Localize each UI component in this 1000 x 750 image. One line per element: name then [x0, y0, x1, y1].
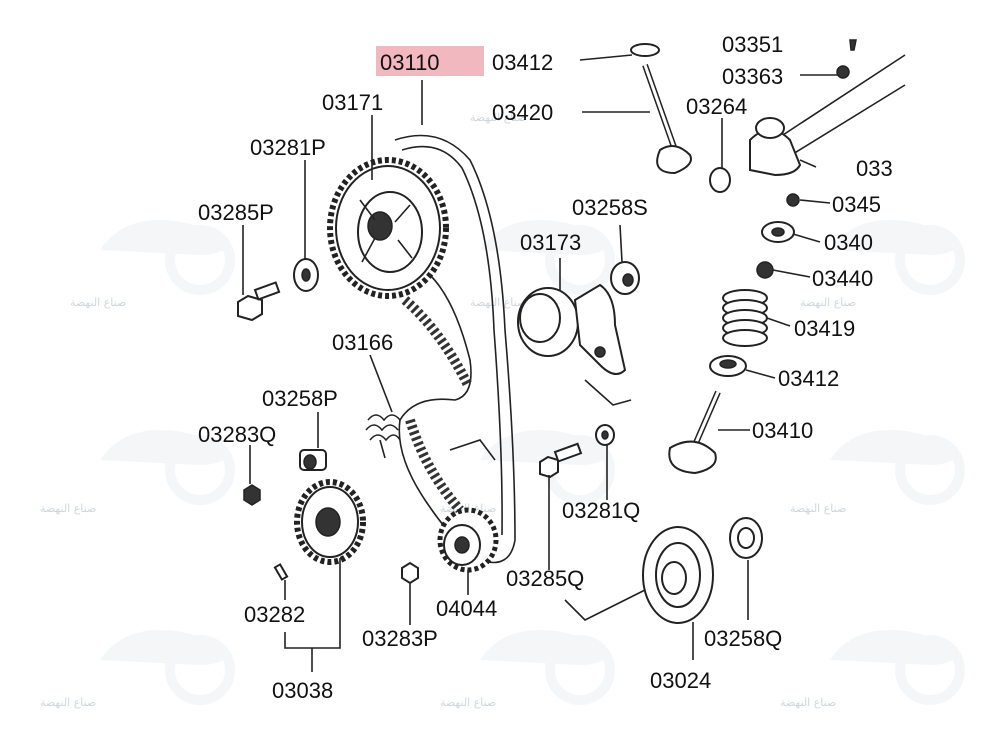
label-03440[interactable]: 03440 — [812, 266, 873, 291]
watermark-text: صناع النهضة — [70, 296, 126, 309]
label-03285P[interactable]: 03285P — [198, 200, 274, 225]
label-03024[interactable]: 03024 — [650, 668, 711, 693]
exhaust-valve-03410 — [668, 390, 721, 475]
bolt-03285Q — [539, 442, 583, 479]
tensioner-pulley-03173 — [517, 283, 627, 375]
label-03363[interactable]: 03363 — [722, 64, 783, 89]
nut-03283P — [401, 561, 419, 585]
label-03282[interactable]: 03282 — [244, 602, 305, 627]
flange-03024 — [642, 526, 714, 624]
watermark-text: صناع النهضة — [790, 502, 846, 515]
label-0340[interactable]: 0340 — [824, 230, 873, 255]
label-03410[interactable]: 03410 — [752, 418, 813, 443]
bolt-03285P — [237, 281, 281, 322]
watermark-text: صناع النهضة — [470, 296, 526, 309]
label-04044[interactable]: 04044 — [436, 596, 497, 621]
watermark-text: صناع النهضة — [780, 696, 836, 709]
part-labels: 03110 03412 03351 03363 03420 03264 033 … — [198, 32, 893, 703]
intake-valve-03420 — [642, 64, 692, 175]
label-03264[interactable]: 03264 — [686, 94, 747, 119]
camshaft-sprocket — [327, 157, 449, 299]
washer-03281Q — [595, 424, 615, 446]
watermark-text: صناع النهضة — [470, 111, 526, 124]
watermark-text: صناع النهضة — [40, 502, 96, 515]
oil-seal-03258Q — [729, 517, 763, 559]
label-03281Q[interactable]: 03281Q — [562, 498, 640, 523]
rocker-arm-assembly — [709, 39, 906, 193]
label-03258P[interactable]: 03258P — [262, 386, 338, 411]
valve-stem-seal-03440 — [756, 261, 774, 279]
label-03258Q[interactable]: 03258Q — [704, 626, 782, 651]
bush-03258S — [610, 261, 640, 295]
label-03351[interactable]: 03351 — [722, 32, 783, 57]
label-03038[interactable]: 03038 — [272, 678, 333, 703]
label-03285Q[interactable]: 03285Q — [506, 566, 584, 591]
label-03258S[interactable]: 03258S — [572, 195, 648, 220]
leader-lines — [242, 54, 838, 672]
label-03419[interactable]: 03419 — [794, 316, 855, 341]
label-03110[interactable]: 03110 — [380, 50, 440, 75]
highlight-03110 — [376, 46, 484, 76]
label-033[interactable]: 033 — [856, 156, 893, 181]
retainer-03405 — [761, 221, 795, 243]
washer-03281P — [293, 258, 319, 292]
valve-spring-03419 — [722, 289, 768, 347]
label-03283P[interactable]: 03283P — [362, 626, 438, 651]
label-03173[interactable]: 03173 — [520, 230, 581, 255]
label-03412-mid[interactable]: 03412 — [778, 366, 839, 391]
spring-seat-03412 — [709, 355, 747, 377]
watermark-logos — [100, 220, 965, 705]
cotter-03450 — [786, 193, 800, 207]
label-03283Q[interactable]: 03283Q — [198, 422, 276, 447]
nut-03283Q — [243, 484, 261, 506]
label-0345[interactable]: 0345 — [832, 192, 881, 217]
label-03281P[interactable]: 03281P — [250, 135, 326, 160]
label-03171[interactable]: 03171 — [322, 90, 383, 115]
crankshaft-sprocket-03038 — [294, 479, 366, 565]
watermark-text: صناع النهضة — [40, 696, 96, 709]
retainer-03412-top — [630, 43, 660, 57]
label-03166[interactable]: 03166 — [332, 330, 393, 355]
bush-03258P — [299, 449, 327, 471]
label-03420[interactable]: 03420 — [492, 100, 553, 125]
idler-pulley-04044 — [437, 507, 499, 573]
watermark-text: صناع النهضة — [800, 296, 856, 309]
key-03282 — [273, 563, 289, 581]
label-03412-top[interactable]: 03412 — [492, 50, 553, 75]
watermark-text: صناع النهضة — [440, 696, 496, 709]
tensioner-spring-03166 — [365, 414, 401, 459]
alignment-lines — [449, 379, 646, 621]
